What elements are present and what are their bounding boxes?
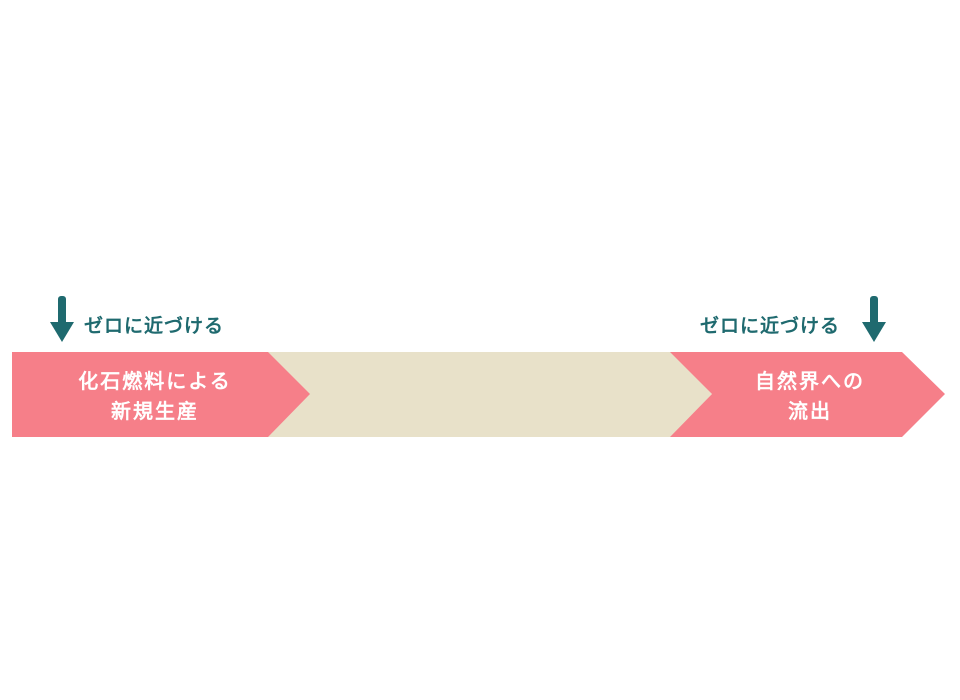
left-label-line1: 化石燃料による xyxy=(78,369,232,393)
left-label-line2: 新規生産 xyxy=(111,399,199,423)
middle-band xyxy=(268,352,712,437)
right-arrow-box xyxy=(670,352,945,437)
down-arrow-icon-right xyxy=(862,296,886,342)
right-note: ゼロに近づける xyxy=(700,315,841,337)
left-note: ゼロに近づける xyxy=(84,315,225,337)
right-label-line1: 自然界への xyxy=(755,369,865,393)
right-label-line2: 流出 xyxy=(788,399,832,423)
right-box-label: 自然界への 流出 xyxy=(710,366,910,426)
left-arrow-box xyxy=(12,352,310,437)
left-box-label: 化石燃料による 新規生産 xyxy=(40,366,270,426)
down-arrow-icon-left xyxy=(50,296,74,342)
